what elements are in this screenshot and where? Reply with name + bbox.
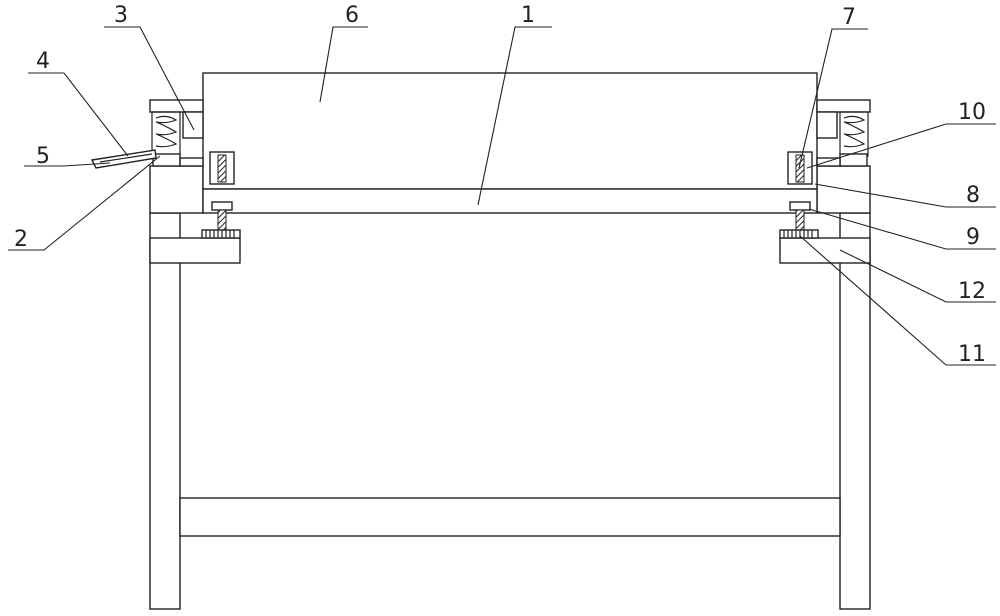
callout-12: 12 xyxy=(958,279,986,304)
left-screw-upper xyxy=(217,154,227,183)
main-housing xyxy=(202,72,818,190)
left-screw-lower xyxy=(217,209,227,231)
leader-8 xyxy=(814,183,996,208)
right-top-cap xyxy=(816,99,871,113)
leader-7 xyxy=(798,28,868,169)
callout-8: 8 xyxy=(966,183,980,208)
left-top-cap xyxy=(149,99,204,113)
callout-labels: 1 2 3 4 5 6 7 10 8 9 12 11 xyxy=(14,3,986,367)
leader-10 xyxy=(806,123,996,169)
right-support-plate xyxy=(779,237,871,264)
left-adjust-knob xyxy=(201,229,241,239)
leader-6 xyxy=(319,26,368,103)
right-bracket xyxy=(816,111,838,139)
right-adjust-knob xyxy=(779,229,819,239)
leader-4 xyxy=(28,72,129,157)
left-screw-collar xyxy=(211,201,233,211)
left-upper-block xyxy=(149,165,204,214)
handle-lever xyxy=(90,149,157,169)
leader-1 xyxy=(477,26,552,206)
callout-10: 10 xyxy=(958,100,986,125)
left-adjusting-screw xyxy=(201,151,241,239)
callout-1: 1 xyxy=(521,3,535,28)
leader-12 xyxy=(839,249,996,303)
callout-2: 2 xyxy=(14,227,28,252)
leader-lines xyxy=(8,26,996,366)
leader-2 xyxy=(8,155,161,251)
callout-7: 7 xyxy=(842,5,856,30)
right-clamp-assembly xyxy=(816,99,871,167)
leader-5 xyxy=(24,162,111,167)
callout-6: 6 xyxy=(345,3,359,28)
leader-9 xyxy=(808,208,996,250)
right-screw-lower xyxy=(795,209,805,231)
left-clamp-assembly xyxy=(90,99,204,169)
callout-11: 11 xyxy=(958,342,986,367)
left-leg xyxy=(149,212,181,610)
right-spring-pad xyxy=(816,157,841,167)
roller-bar xyxy=(202,188,818,214)
left-spring-base xyxy=(152,153,181,167)
right-screw-collar xyxy=(789,201,811,211)
lower-crossbar xyxy=(179,497,841,537)
leader-11 xyxy=(799,235,996,366)
leader-3 xyxy=(104,26,195,131)
frame xyxy=(149,165,871,610)
right-spring xyxy=(843,115,866,148)
right-leg xyxy=(839,212,871,610)
callout-4: 4 xyxy=(36,49,50,74)
left-support-plate xyxy=(149,237,241,264)
callout-5: 5 xyxy=(36,144,50,169)
callout-9: 9 xyxy=(966,225,980,250)
right-screw-upper xyxy=(795,154,805,183)
left-spring-pad xyxy=(179,157,204,167)
callout-3: 3 xyxy=(114,3,128,28)
left-spring xyxy=(155,115,178,148)
